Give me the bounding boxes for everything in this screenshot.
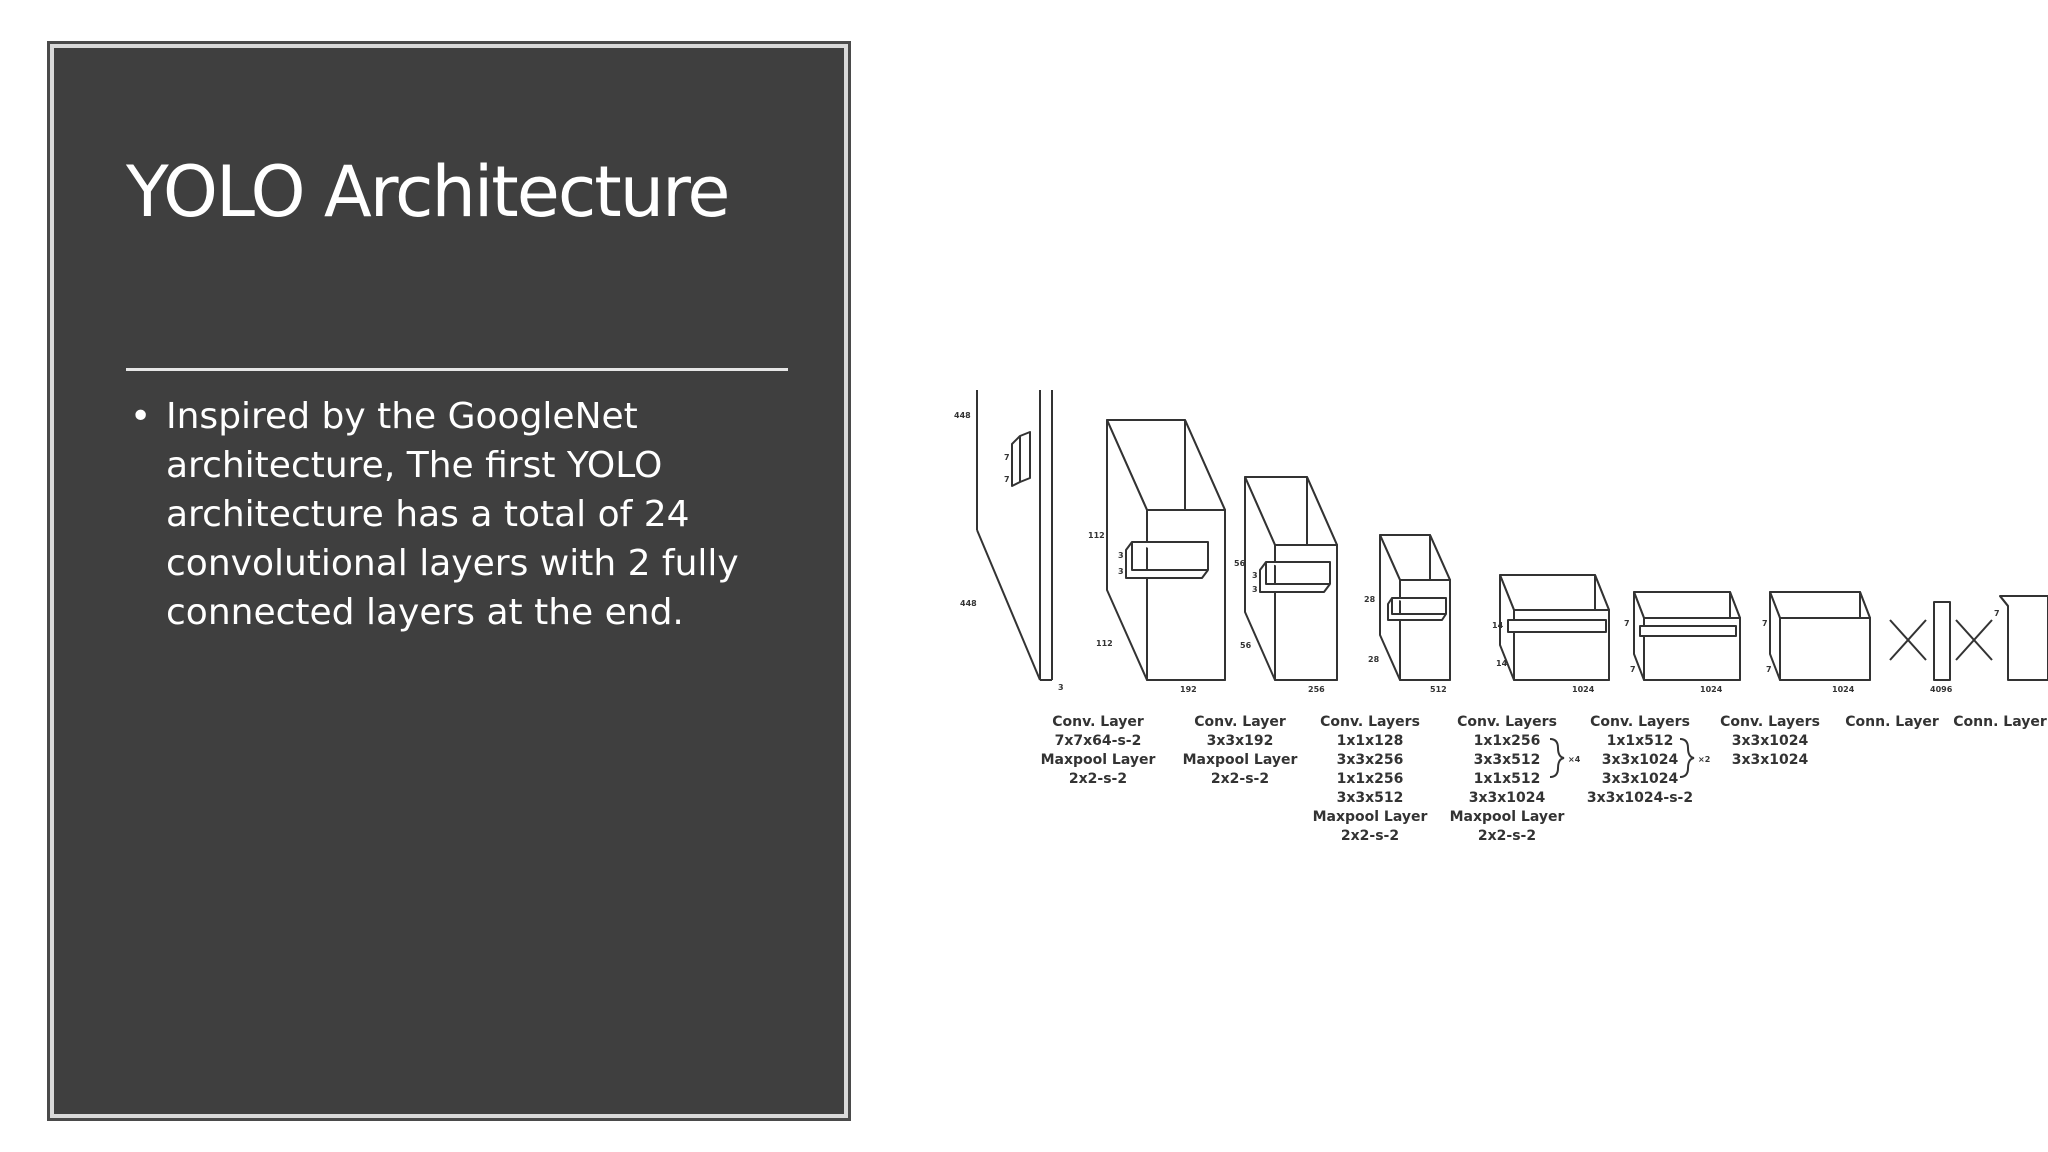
feature-block-3 — [1379, 534, 1451, 681]
dim-input-d: 3 — [1058, 683, 1064, 692]
stage-5-repeat: ×2 — [1698, 755, 1710, 764]
feature-block-2 — [1244, 476, 1338, 681]
stage-8-line-1: Conn. Layer — [1953, 714, 2047, 730]
dim-b3-d: 512 — [1430, 685, 1447, 694]
stage-3-line-6: Maxpool Layer — [1313, 809, 1428, 825]
dim-kernel-1: 7 — [1004, 453, 1010, 462]
bullet-dot-icon: • — [130, 396, 152, 437]
stage-5-line-4: 3x3x1024 — [1602, 771, 1679, 787]
bullet-line: convolutional layers with 2 fully — [166, 543, 739, 584]
stage-4-line-3: 3x3x512 — [1474, 752, 1541, 768]
bullet-line: architecture, The first YOLO — [166, 445, 663, 486]
stage-5-line-5: 3x3x1024-s-2 — [1587, 790, 1693, 806]
stage-4-line-7: 2x2-s-2 — [1478, 828, 1536, 844]
stage-3-line-7: 2x2-s-2 — [1341, 828, 1399, 844]
output-volume — [1999, 595, 2048, 681]
block5-kernel — [1639, 625, 1737, 637]
dim-b4-w: 14 — [1496, 659, 1508, 668]
feature-block-4 — [1499, 574, 1610, 681]
dim-k2: 3 — [1118, 551, 1124, 560]
stage-2-line-4: 2x2-s-2 — [1211, 771, 1269, 787]
stage-1-line-3: Maxpool Layer — [1041, 752, 1156, 768]
bullet-item: • Inspired by the GoogleNet architecture… — [126, 392, 806, 637]
slide-title: YOLO Architecture — [126, 151, 730, 233]
text-panel: YOLO Architecture • Inspired by the Goog… — [50, 44, 848, 1118]
bullet-list: • Inspired by the GoogleNet architecture… — [126, 392, 806, 637]
dim-b6-h: 7 — [1762, 619, 1768, 628]
dim-kernel-1b: 7 — [1004, 475, 1010, 484]
stage-3-line-1: Conv. Layers — [1320, 714, 1420, 730]
input-kernel — [1011, 431, 1031, 487]
dim-b2-h: 56 — [1234, 559, 1246, 568]
stage-3-line-5: 3x3x512 — [1337, 790, 1404, 806]
stage-4-line-2: 1x1x256 — [1474, 733, 1541, 749]
feature-block-1 — [1106, 419, 1226, 681]
stage-6-line-3: 3x3x1024 — [1732, 752, 1809, 768]
fc-connector-1 — [1889, 619, 1927, 661]
stage-4-line-6: Maxpool Layer — [1450, 809, 1565, 825]
dim-b4-h: 14 — [1492, 621, 1504, 630]
dim-k3: 3 — [1252, 571, 1258, 580]
dim-k3b: 3 — [1252, 585, 1258, 594]
stage-2-line-3: Maxpool Layer — [1183, 752, 1298, 768]
stage-2-line-2: 3x3x192 — [1207, 733, 1274, 749]
stage-captions: Conv. Layer 7x7x64-s-2 Maxpool Layer 2x2… — [1041, 714, 2047, 844]
stage-6-line-1: Conv. Layers — [1720, 714, 1820, 730]
stage-7-line-1: Conn. Layer — [1845, 714, 1939, 730]
block2-kernel — [1259, 561, 1331, 593]
block3-kernel — [1387, 597, 1447, 621]
dim-fc: 4096 — [1930, 685, 1953, 694]
dim-input-h: 448 — [954, 411, 971, 420]
dim-b1-h: 112 — [1088, 531, 1105, 540]
stage-5-line-1: Conv. Layers — [1590, 714, 1690, 730]
title-divider — [126, 368, 788, 371]
dim-input-w: 448 — [960, 599, 977, 608]
repeat-brackets — [1549, 738, 1695, 778]
stage-1-line-1: Conv. Layer — [1052, 714, 1144, 730]
stage-4-repeat: ×4 — [1568, 755, 1581, 764]
dim-b1-d: 192 — [1180, 685, 1197, 694]
fc-layer-4096 — [1933, 601, 1951, 681]
input-image — [976, 390, 1053, 681]
stage-1-line-2: 7x7x64-s-2 — [1055, 733, 1142, 749]
stage-5-line-2: 1x1x512 — [1607, 733, 1674, 749]
stage-2-line-1: Conv. Layer — [1194, 714, 1286, 730]
bullet-line: architecture has a total of 24 — [166, 494, 690, 535]
stage-6-line-2: 3x3x1024 — [1732, 733, 1809, 749]
stage-3-line-3: 3x3x256 — [1337, 752, 1404, 768]
stage-4-line-5: 3x3x1024 — [1469, 790, 1546, 806]
dim-b2-w: 56 — [1240, 641, 1252, 650]
stage-4-line-4: 1x1x512 — [1474, 771, 1541, 787]
feature-block-5 — [1633, 591, 1741, 681]
feature-block-6 — [1769, 591, 1871, 681]
dimension-labels: 448 448 3 7 7 112 112 192 3 3 56 56 256 … — [954, 411, 2000, 694]
block1-kernel — [1125, 541, 1209, 579]
dim-b3-w: 28 — [1368, 655, 1380, 664]
dim-b5-w: 7 — [1630, 665, 1636, 674]
stage-4-line-1: Conv. Layers — [1457, 714, 1557, 730]
stage-3-line-4: 1x1x256 — [1337, 771, 1404, 787]
bullet-line: Inspired by the GoogleNet — [166, 396, 638, 437]
dim-b1-w: 112 — [1096, 639, 1113, 648]
dim-out: 7 — [1994, 609, 2000, 618]
fc-connector-2 — [1955, 619, 1993, 661]
dim-k2b: 3 — [1118, 567, 1124, 576]
dim-b5-d: 1024 — [1700, 685, 1723, 694]
dim-b5-h: 7 — [1624, 619, 1630, 628]
dim-b6-d: 1024 — [1832, 685, 1855, 694]
yolo-architecture-diagram: 448 448 3 7 7 112 112 192 3 3 56 56 256 … — [954, 390, 2048, 844]
dim-b3-h: 28 — [1364, 595, 1376, 604]
bullet-line: connected layers at the end. — [166, 592, 684, 633]
stage-5-line-3: 3x3x1024 — [1602, 752, 1679, 768]
dim-b2-d: 256 — [1308, 685, 1325, 694]
stage-1-line-4: 2x2-s-2 — [1069, 771, 1127, 787]
dim-b6-w: 7 — [1766, 665, 1772, 674]
stage-3-line-2: 1x1x128 — [1337, 733, 1404, 749]
block4-kernel — [1507, 619, 1607, 633]
dim-b4-d: 1024 — [1572, 685, 1595, 694]
